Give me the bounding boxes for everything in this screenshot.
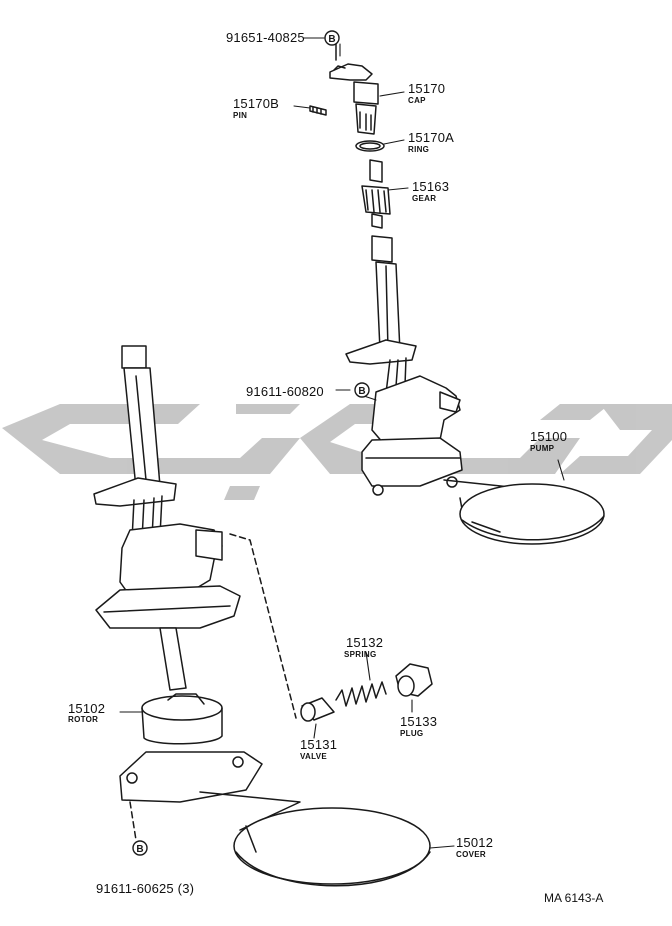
rotor-number: 15102 [68,701,106,716]
valve-number: 15131 [300,737,338,752]
plug-drawing [395,663,433,697]
bolt-top-drawing [329,37,373,81]
bolt-marker-mid: B [354,382,370,398]
pump-name: PUMP [530,444,555,453]
gear-name: GEAR [412,194,437,203]
watermark-logo [2,404,672,500]
cover-number: 15012 [456,835,494,850]
pump-number: 15100 [530,429,568,444]
bolt-marker-mid-letter: B [358,386,365,397]
pin-name: PIN [233,111,248,120]
bolt-bottom-number: 91611-60625 (3) [96,881,195,896]
bolt-marker-top-letter: B [328,34,335,45]
spring-number: 15132 [346,635,384,650]
ring-name: RING [408,145,430,154]
cap-number: 15170 [408,81,446,96]
valve-name: VALVE [300,752,327,761]
cap-drawing [353,81,379,135]
leader-lines [119,37,565,849]
bolt-mid-number: 91611-60820 [246,384,324,399]
pump-drawing [345,235,605,545]
dashed-connector-valve [229,533,297,719]
plug-number: 15133 [400,714,438,729]
dashed-connector-bolt-bottom [129,801,137,841]
bolt-top-number: 91651-40825 [226,30,305,45]
bolt-marker-bottom-letter: B [136,844,143,855]
gear-drawing [361,159,391,229]
rotor-drawing [141,693,223,745]
valve-drawing [300,697,335,722]
ring-drawing [355,140,385,152]
cover-name: COVER [456,850,486,859]
plug-name: PLUG [400,729,424,738]
gear-number: 15163 [412,179,450,194]
cover-drawing [119,751,431,887]
spring-drawing [335,681,387,707]
diagram-reference: MA 6143-A [544,891,604,905]
bolt-marker-top: B [324,30,340,46]
oil-pump-lower-drawing [93,345,241,691]
rotor-name: ROTOR [68,715,99,724]
pin-number: 15170B [233,96,280,111]
pin-drawing [309,105,327,116]
cap-name: CAP [408,96,426,105]
ring-number: 15170A [408,130,455,145]
spring-name: SPRING [344,650,377,659]
bolt-marker-bottom: B [132,840,148,856]
